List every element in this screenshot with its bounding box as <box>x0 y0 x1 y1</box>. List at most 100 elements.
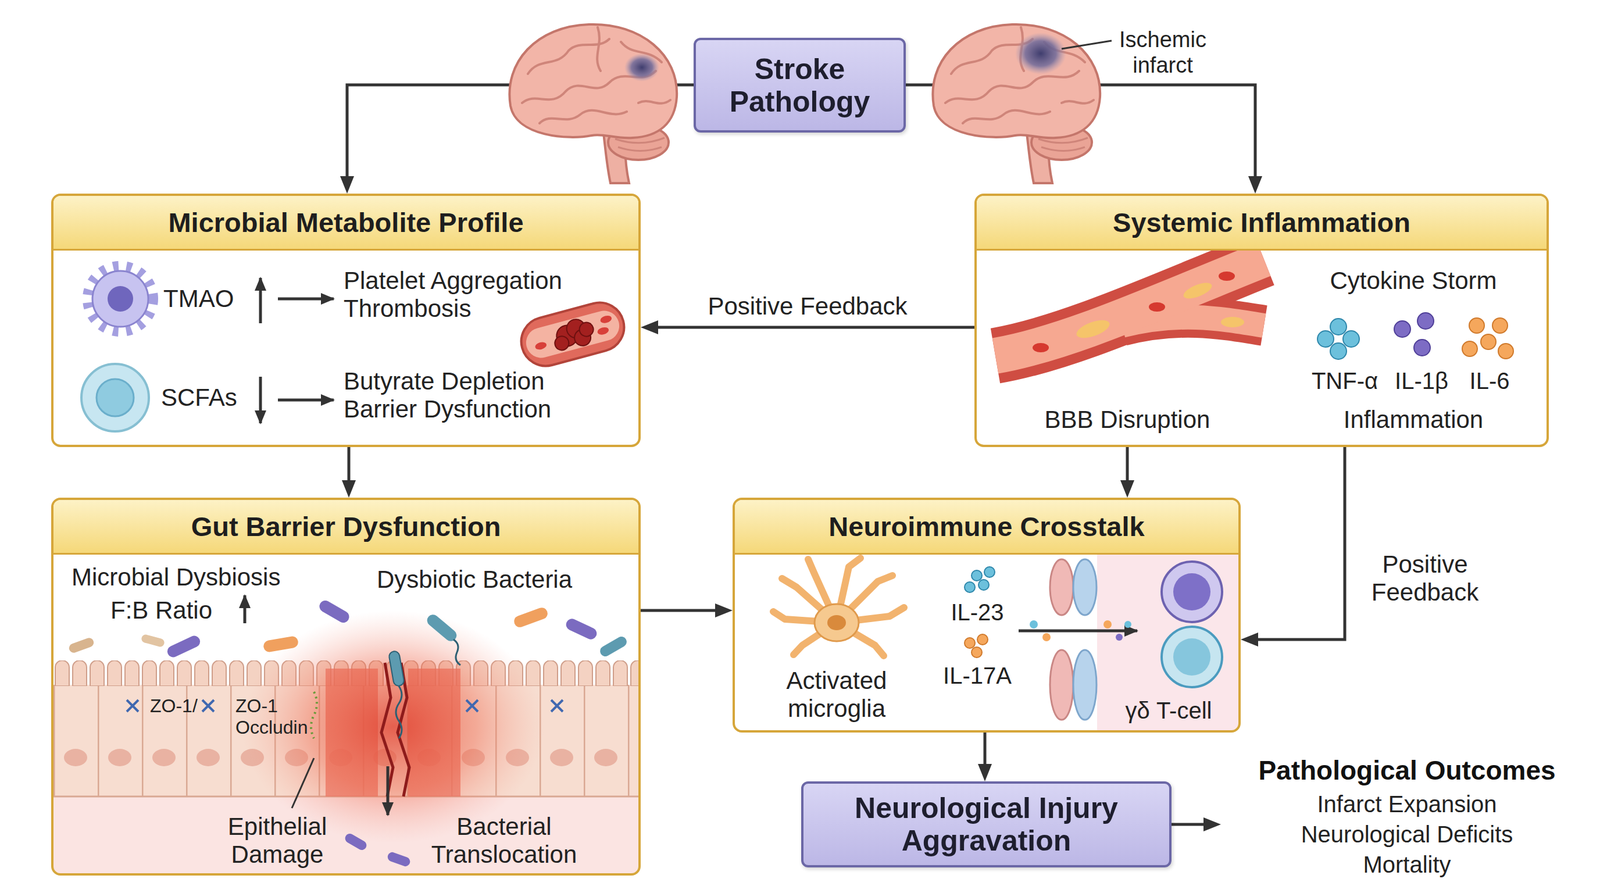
translocation-arrow <box>386 766 390 816</box>
cytokine-dot <box>971 570 982 581</box>
label-text: Ischemic infarct <box>1104 27 1221 78</box>
endothelial-cell <box>1073 650 1097 720</box>
bacterium <box>388 650 405 687</box>
panel-heading: Gut Barrier Dysfunction <box>53 500 639 555</box>
vessel-lumen <box>522 307 623 362</box>
outcome-item: Mortality <box>1220 849 1594 880</box>
endothelial-damage <box>1220 316 1245 328</box>
label-text: ZO-1 Occludin <box>235 695 323 739</box>
panel-heading: Neuroimmune Crosstalk <box>734 500 1239 555</box>
outcome-item: Neurological Deficits <box>1220 819 1594 850</box>
cell-nucleus <box>1173 638 1211 676</box>
cytokine-dot <box>1469 318 1485 334</box>
label-text: BBB Disruption <box>1022 405 1232 434</box>
box-label: Neurological Injury Aggravation <box>812 791 1160 857</box>
connector-arrow <box>1171 823 1216 827</box>
connector-arrow <box>347 447 351 492</box>
vessel-wall <box>515 297 630 372</box>
vessel-lumen <box>995 259 1264 356</box>
connector-arrow <box>1246 447 1345 640</box>
endothelial-cell <box>1073 559 1097 616</box>
endothelial-cell <box>1050 559 1074 616</box>
immune-cell <box>1161 561 1223 623</box>
clot <box>553 334 571 352</box>
endothelial-damage <box>1074 316 1113 342</box>
panel-heading: Microbial Metabolite Profile <box>53 195 639 251</box>
connector-arrow <box>1126 447 1130 492</box>
label-text: Platelet Aggregation Thrombosis <box>343 266 588 324</box>
label-text: F:B Ratio <box>110 596 239 625</box>
leader-line <box>1061 40 1112 49</box>
bacterium <box>598 634 629 659</box>
microglia-nucleus <box>827 615 846 631</box>
bacterium <box>68 636 96 655</box>
box-label: Stroke Pathology <box>705 52 895 119</box>
red-cell <box>599 314 613 325</box>
label-text: Microbial Dysbiosis <box>71 563 328 592</box>
red-cell <box>1218 271 1235 281</box>
red-cell <box>1032 343 1049 353</box>
bacterium <box>425 612 460 644</box>
cytokine-dot <box>1417 312 1434 330</box>
connector-arrow <box>983 732 987 776</box>
label-text: Cytokine Storm <box>1297 266 1530 295</box>
junction-mark <box>551 700 563 712</box>
label-text: Dysbiotic Bacteria <box>358 565 591 594</box>
cytokine-dot <box>1330 318 1347 335</box>
cytokine-dot <box>977 634 988 645</box>
gut-illustration <box>53 595 639 874</box>
endothelial-cell <box>1050 650 1074 720</box>
cytokine-dot <box>984 566 995 578</box>
bacterium <box>563 616 599 642</box>
cytokine-dot <box>1498 343 1514 359</box>
decrease-arrow <box>259 376 263 424</box>
cell-body <box>81 363 149 432</box>
junction-mark <box>466 700 478 712</box>
connector-arrow <box>640 609 727 613</box>
red-cell <box>596 326 610 337</box>
cytokine-dot <box>1492 318 1508 334</box>
bacterium <box>165 633 203 659</box>
t-cell <box>1161 626 1223 688</box>
label-text: IL-6 <box>1460 367 1519 395</box>
cell-nucleus <box>1173 573 1211 611</box>
effect-arrow <box>277 297 334 301</box>
flagellum <box>453 639 461 666</box>
label-text: TNF-α <box>1304 367 1386 395</box>
label-text: ZO-1/ <box>150 695 214 717</box>
infarct-spot <box>624 53 660 82</box>
endothelial-damage <box>1181 279 1214 302</box>
flagellum <box>395 686 402 739</box>
brain-illustration <box>509 24 677 184</box>
brain-illustration <box>932 24 1100 184</box>
label-text: Bacterial Translocation <box>416 812 592 870</box>
bacterium <box>386 851 412 869</box>
cytokine-dot <box>1029 620 1038 629</box>
cytokine-dot <box>1480 334 1496 350</box>
cytokine-dot <box>1343 330 1360 348</box>
cytokine-dot <box>964 581 975 593</box>
red-cell <box>1148 302 1166 312</box>
label-text: IL-1β <box>1386 367 1457 395</box>
cytokine-dot <box>1124 620 1132 628</box>
cytokine-dot <box>1413 339 1431 356</box>
cytokine-dot <box>978 579 989 591</box>
edge-label: Positive Feedback <box>1352 550 1498 607</box>
label-text: Epithelial Damage <box>201 812 353 870</box>
junction-mark <box>126 700 139 712</box>
label-text: IL-17A <box>933 662 1021 689</box>
outcome-item: Infarct Expansion <box>1220 788 1594 820</box>
cell-nucleus <box>107 286 134 312</box>
clot <box>577 320 595 338</box>
connector-arrow <box>646 326 975 330</box>
cytokine-dot <box>1462 341 1478 357</box>
microglia-branches <box>773 558 905 656</box>
bacterium <box>140 633 166 648</box>
effect-arrow <box>277 398 334 402</box>
label-text: TMAO <box>163 284 251 313</box>
cytokine-dot <box>1394 320 1411 338</box>
bacterium <box>512 605 549 629</box>
cytokine-dot <box>1042 633 1051 642</box>
cytokine-dots <box>1317 318 1360 360</box>
label-text: IL-23 <box>942 598 1013 626</box>
